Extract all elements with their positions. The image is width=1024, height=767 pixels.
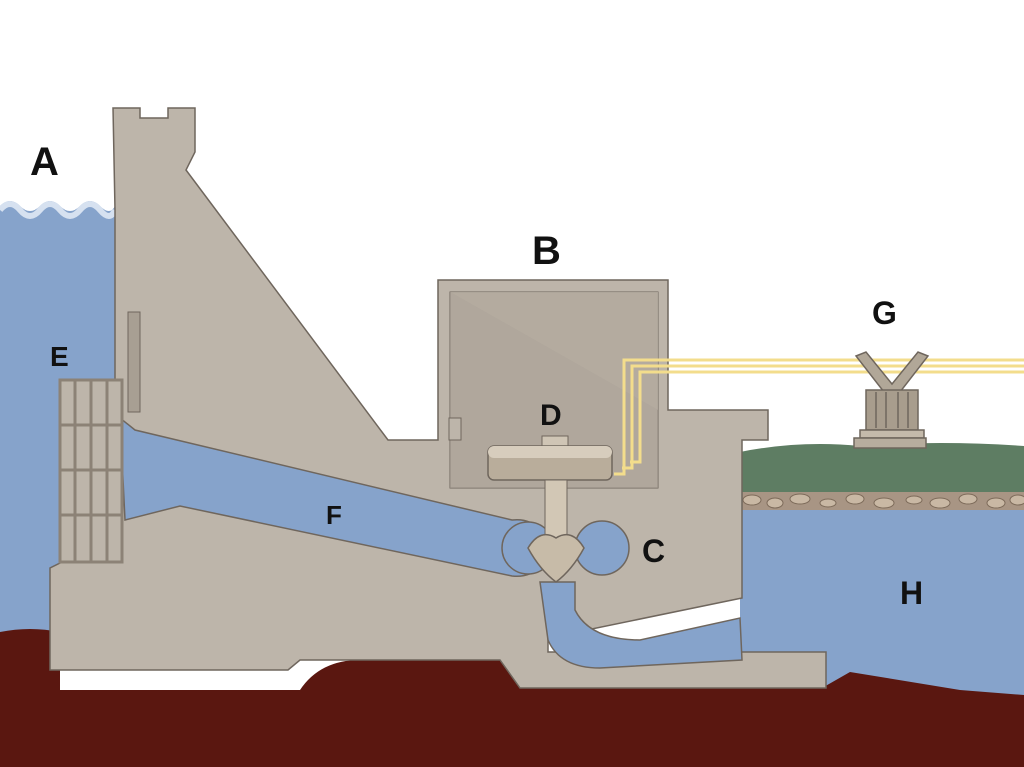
label-g: G <box>872 295 897 331</box>
riverbank <box>740 443 1024 510</box>
powerhouse <box>448 291 659 489</box>
transmission-lines <box>614 358 1024 476</box>
generator <box>487 435 613 481</box>
intake-grille <box>58 378 124 564</box>
label-c: C <box>642 533 665 569</box>
dam-slot <box>127 311 141 413</box>
label-e: E <box>50 341 69 372</box>
label-d: D <box>540 399 562 432</box>
label-f: F <box>326 500 342 530</box>
transformer <box>853 351 930 449</box>
label-b: B <box>532 229 561 273</box>
riverbed <box>0 629 1024 767</box>
dam-body <box>49 107 827 689</box>
label-a: A <box>30 140 59 184</box>
turbine <box>527 479 585 583</box>
label-h: H <box>900 575 923 611</box>
